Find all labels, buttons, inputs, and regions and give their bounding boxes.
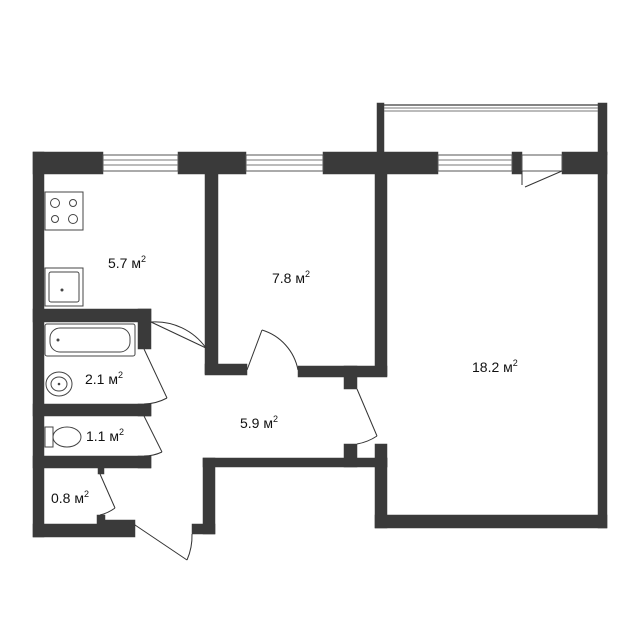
area-label-kitchen: 5.7 м2 xyxy=(108,254,146,271)
area-label-closet: 0.8 м2 xyxy=(51,489,89,506)
stove-icon xyxy=(44,191,84,231)
window-bedroom xyxy=(245,154,324,172)
area-label-toilet: 1.1 м2 xyxy=(86,427,124,444)
door-bedroom xyxy=(246,329,299,371)
window-living-room xyxy=(437,154,513,172)
balcony xyxy=(376,102,608,156)
balcony-door xyxy=(521,154,563,188)
interior-walls xyxy=(32,173,388,527)
window-kitchen xyxy=(102,154,179,172)
bathtub-icon xyxy=(44,323,136,357)
area-label-bathroom: 2.1 м2 xyxy=(85,370,123,387)
door-living-room xyxy=(356,388,378,445)
exterior-walls xyxy=(32,151,608,538)
door-kitchen xyxy=(150,321,207,349)
toilet-icon xyxy=(44,426,82,448)
area-label-bedroom: 7.8 м2 xyxy=(272,269,310,286)
door-entrance xyxy=(134,524,193,561)
door-toilet xyxy=(143,415,163,457)
door-closet xyxy=(99,473,116,516)
kitchen-sink-icon xyxy=(44,267,84,307)
washbasin-icon xyxy=(45,371,73,397)
area-label-living-room: 18.2 м2 xyxy=(472,358,518,375)
area-label-hallway: 5.9 м2 xyxy=(240,414,278,431)
door-bathroom xyxy=(143,348,168,405)
